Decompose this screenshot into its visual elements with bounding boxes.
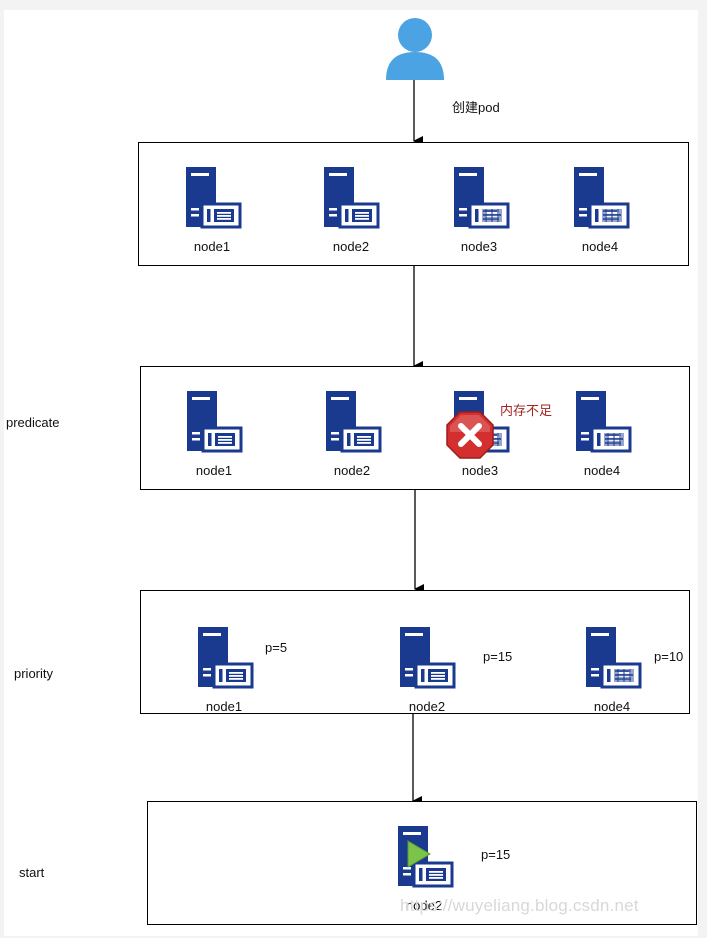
server-icon [185, 389, 243, 453]
priority-score: p=15 [481, 847, 511, 862]
diagram-canvas: 创建pod predicate priority start node1 nod… [4, 10, 698, 936]
server-icon-busy [572, 165, 630, 229]
node-label: node2 [332, 239, 370, 254]
server-icon-busy [584, 625, 642, 689]
stage-start-label: start [19, 865, 45, 880]
priority-score: p=15 [483, 649, 513, 664]
stage-priority-label: priority [14, 666, 54, 681]
node-label: node3 [460, 239, 498, 254]
server-icon [184, 165, 242, 229]
node-label: node4 [593, 699, 631, 714]
server-icon [398, 625, 456, 689]
server-icon-busy [574, 389, 632, 453]
watermark-text: https://wuyeliang.blog.csdn.net [400, 896, 639, 915]
play-icon [406, 840, 432, 868]
server-icon [196, 625, 254, 689]
reject-reason: 内存不足 [500, 403, 553, 418]
server-icon-busy [452, 165, 510, 229]
node-label: node1 [193, 239, 231, 254]
node-label: node1 [195, 463, 233, 478]
user-icon [384, 16, 446, 80]
server-icon [322, 165, 380, 229]
node-label: node2 [333, 463, 371, 478]
server-icon [324, 389, 382, 453]
priority-score: p=5 [265, 640, 288, 655]
priority-score: p=10 [654, 649, 684, 664]
reject-icon [445, 410, 495, 460]
node-label: node1 [205, 699, 243, 714]
node-label: node4 [583, 463, 621, 478]
create-pod-label: 创建pod [452, 100, 500, 115]
node-label: node2 [408, 699, 446, 714]
node-label: node4 [581, 239, 619, 254]
node-label: node3 [461, 463, 499, 478]
node-label: node2 [405, 898, 443, 913]
stage-predicate-label: predicate [6, 415, 60, 430]
